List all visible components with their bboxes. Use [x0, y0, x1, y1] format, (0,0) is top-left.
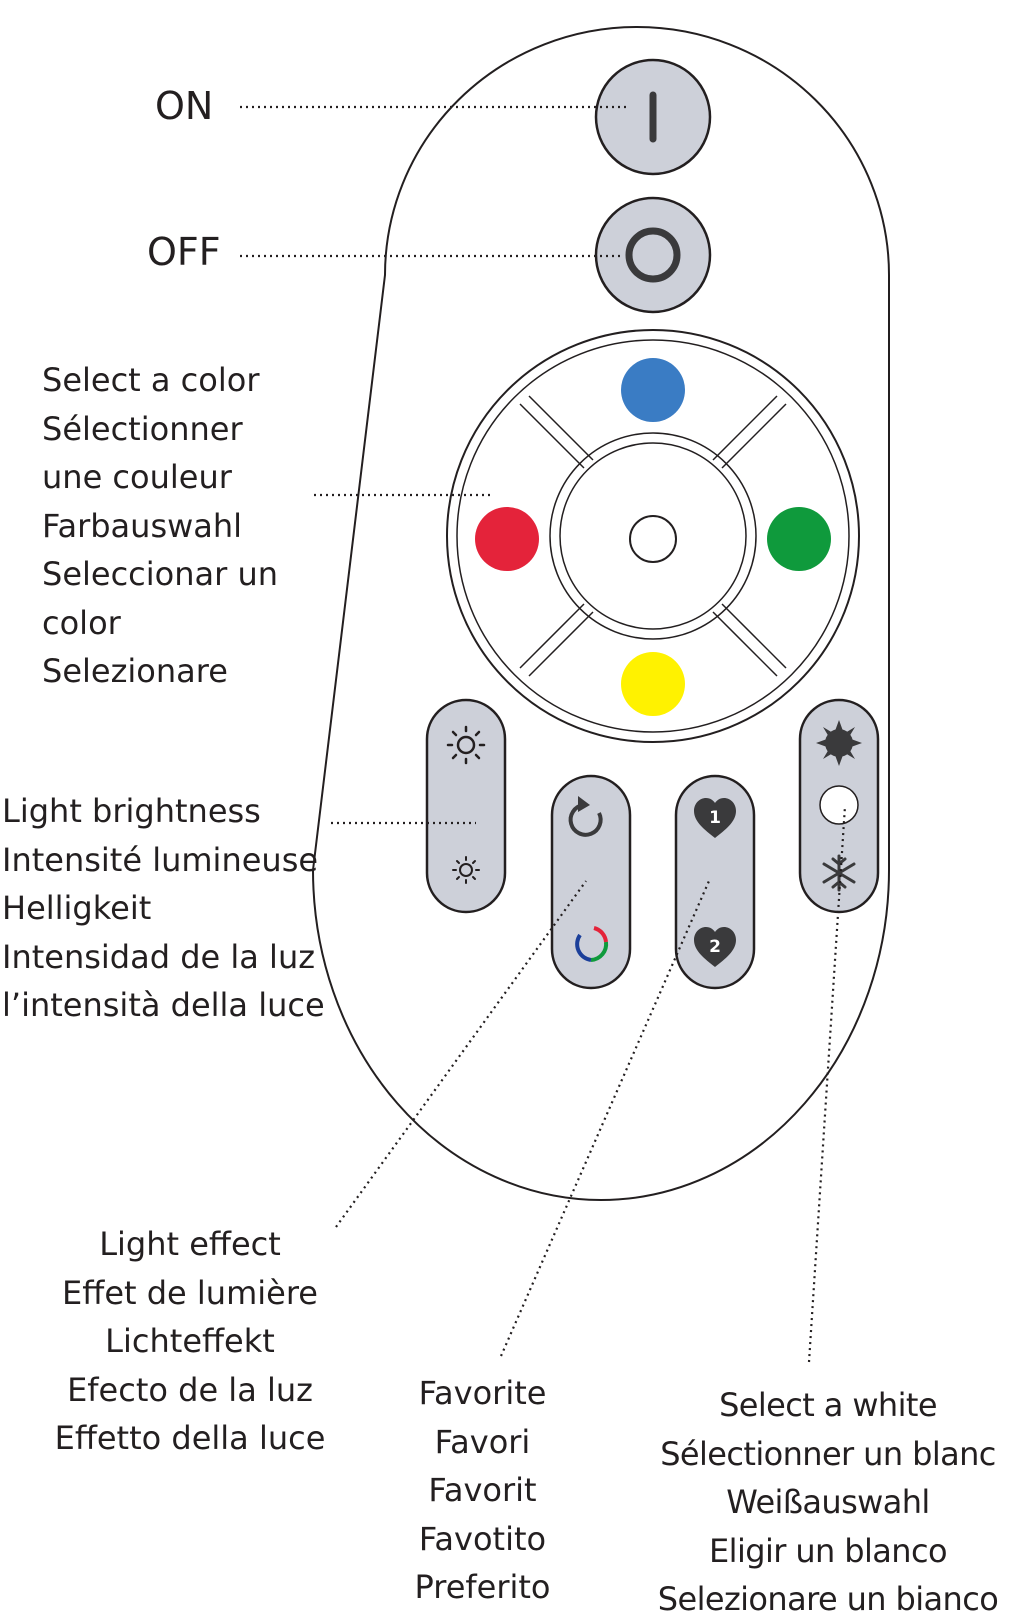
- white-line-de: Weißauswahl: [726, 1483, 930, 1521]
- label-on: ON: [155, 84, 214, 128]
- color-line-es2: color: [42, 603, 121, 642]
- leader-lines: [240, 105, 847, 1363]
- favorite-button[interactable]: 1 2: [674, 774, 756, 990]
- cold-snowflake-icon: [822, 854, 856, 892]
- leader-favorite: [499, 880, 711, 1357]
- favorite-line-de: Favorit: [428, 1471, 537, 1509]
- brightness-down-icon: [452, 856, 480, 884]
- color-line-de: Farbauswahl: [42, 506, 243, 545]
- on-button[interactable]: [594, 58, 712, 176]
- white-line-es: Eligir un blanco: [709, 1531, 948, 1570]
- refresh-icon: [568, 796, 603, 837]
- light-effect-button[interactable]: [550, 774, 632, 990]
- color-yellow-button[interactable]: [621, 652, 685, 716]
- color-line-it: Selezionare: [42, 652, 228, 690]
- label-brightness: Light brightness Intensité lumineuse Hel…: [2, 787, 325, 1030]
- favorite-line-it: Preferito: [414, 1568, 551, 1606]
- effect-line-fr: Effet de lumière: [62, 1273, 318, 1312]
- color-red-button[interactable]: [475, 507, 539, 571]
- label-color-select: Select a color Sélectionner une couleur …: [42, 356, 278, 696]
- effect-line-en: Light effect: [99, 1225, 281, 1263]
- heart-1-label: 1: [709, 808, 721, 828]
- brightness-line-de: Helligkeit: [2, 889, 152, 927]
- heart-2-icon: 2: [694, 927, 736, 967]
- heart-2-label: 2: [709, 937, 721, 957]
- effect-line-it: Effetto della luce: [54, 1419, 326, 1457]
- warm-sun-icon: [816, 720, 862, 766]
- label-white: Select a white Sélectionner un blanc Wei…: [640, 1381, 1016, 1624]
- color-dial: [446, 329, 860, 743]
- white-line-fr: Sélectionner un blanc: [660, 1434, 996, 1473]
- power-off-icon: [625, 227, 681, 283]
- effect-line-es: Efecto de la luz: [67, 1370, 313, 1409]
- white-line-it: Selezionare un bianco: [657, 1580, 999, 1618]
- favorite-line-en: Favorite: [418, 1374, 547, 1412]
- color-line-en: Select a color: [42, 361, 260, 399]
- white-line-en: Select a white: [719, 1386, 937, 1424]
- neutral-white-icon: [819, 785, 859, 825]
- heart-1-icon: 1: [694, 798, 736, 838]
- label-effect: Light effect Effet de lumière Lichteffek…: [40, 1220, 340, 1463]
- brightness-line-es: Intensidad de la luz: [2, 937, 316, 976]
- color-green-button[interactable]: [767, 507, 831, 571]
- brightness-line-en: Light brightness: [2, 792, 261, 830]
- color-line-es1: Seleccionar un: [42, 555, 279, 593]
- color-blue-button[interactable]: [621, 358, 685, 422]
- color-cycle-icon: [575, 926, 609, 962]
- color-line-fr1: Sélectionner: [42, 409, 243, 448]
- effect-line-de: Lichteffekt: [105, 1322, 275, 1360]
- brightness-up-icon: [446, 725, 486, 765]
- brightness-line-fr: Intensité lumineuse: [2, 840, 319, 879]
- brightness-line-it: l’intensità della luce: [2, 986, 325, 1024]
- favorite-line-fr: Favori: [434, 1422, 531, 1461]
- color-line-fr2: une couleur: [42, 458, 232, 496]
- white-select-button[interactable]: [798, 698, 880, 914]
- color-white-center-button[interactable]: [629, 515, 677, 563]
- brightness-button[interactable]: [425, 698, 507, 914]
- label-favorite: Favorite Favori Favorit Favotito Preferi…: [400, 1369, 565, 1612]
- favorite-line-es: Favotito: [418, 1519, 547, 1558]
- label-off: OFF: [147, 230, 221, 274]
- leader-effect: [335, 880, 587, 1228]
